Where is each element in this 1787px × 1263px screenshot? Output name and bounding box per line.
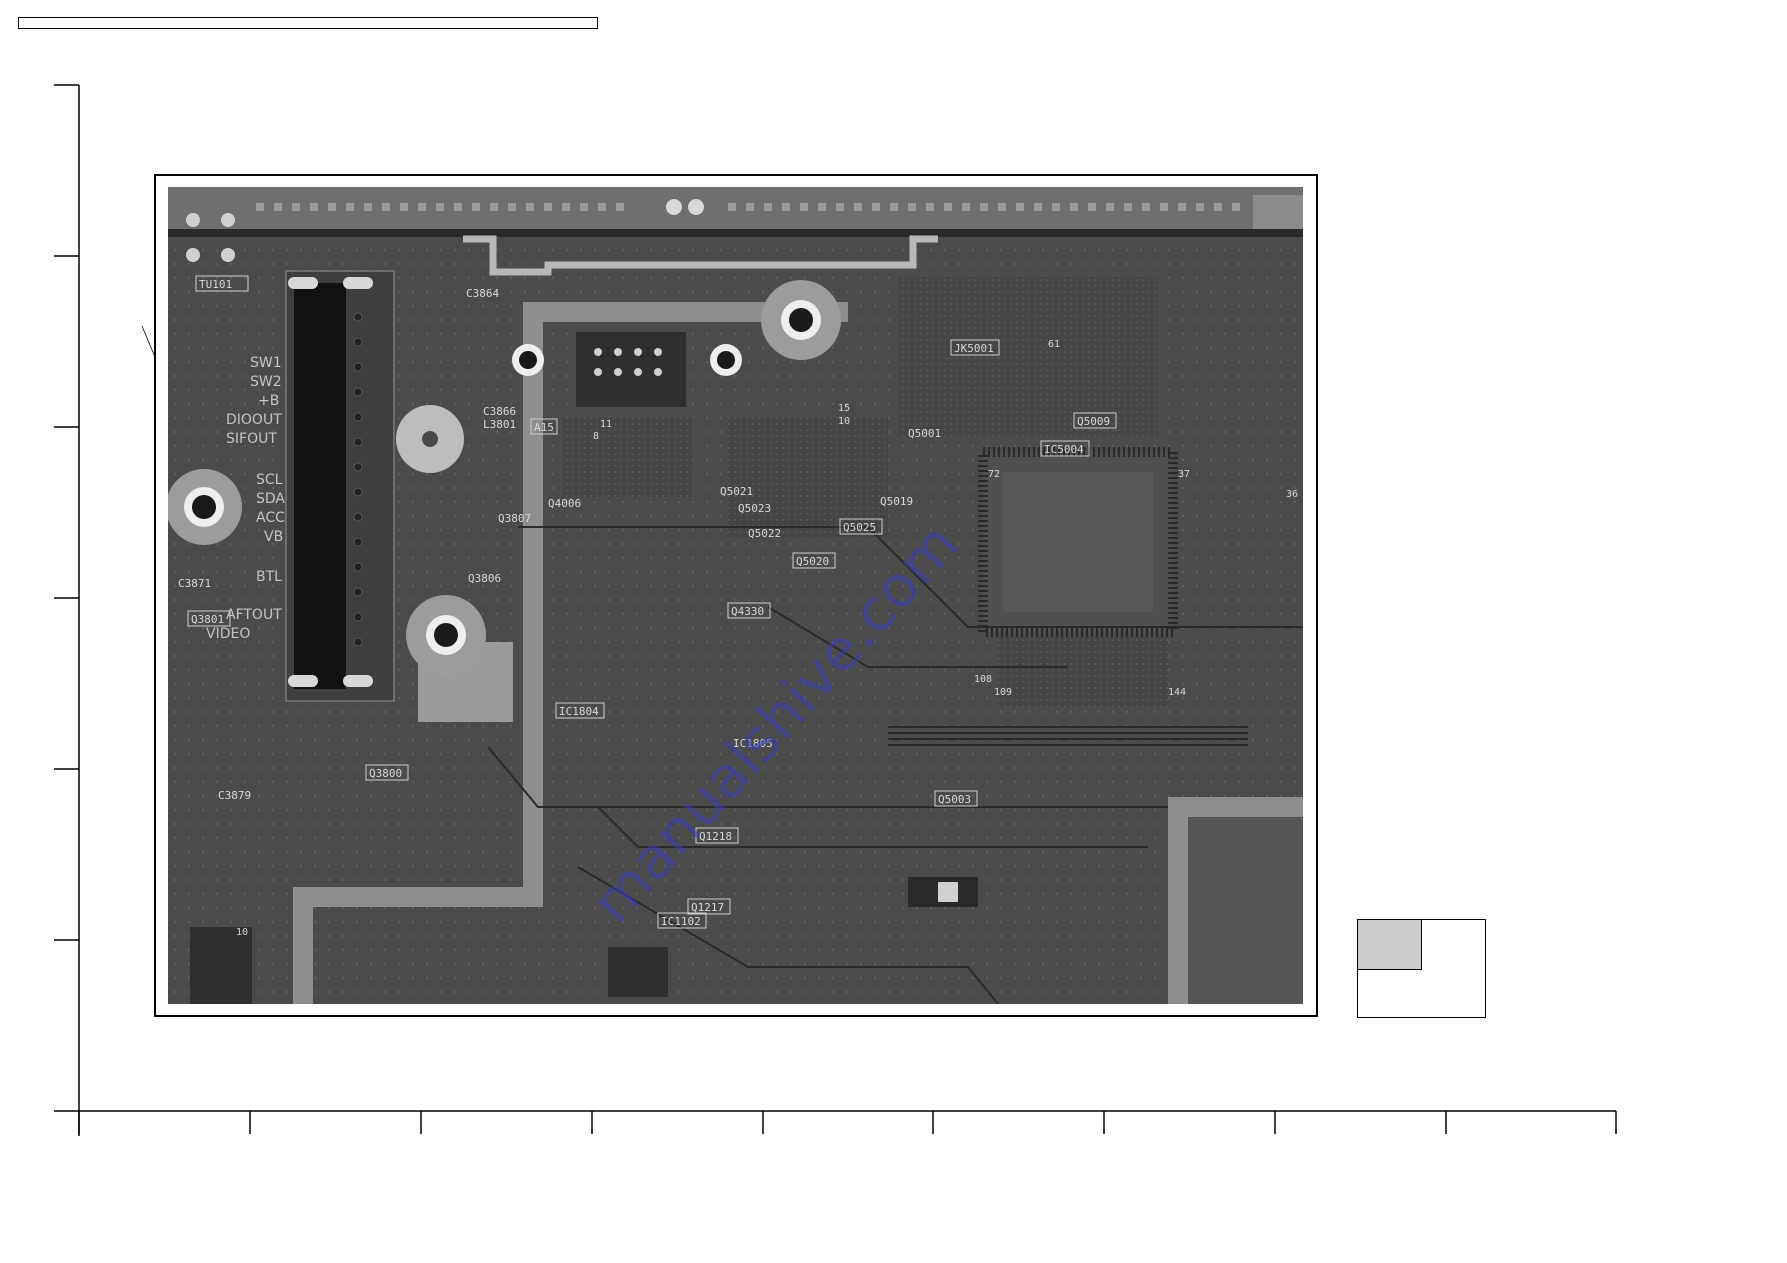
- ref-q5003: Q5003: [938, 793, 971, 806]
- silk-label-sw1: SW1: [250, 355, 282, 371]
- silk-label-acc: ACC: [256, 510, 285, 526]
- pin-number: 144: [1168, 687, 1186, 698]
- silk-label-dioout: DIOOUT: [226, 412, 282, 428]
- ref-q4006: Q4006: [548, 497, 581, 510]
- pcb-photo-frame: SW1 SW2 +B DIOOUT SIFOUT SCL SDA ACC VB …: [154, 174, 1318, 1017]
- pcb-board-image: SW1 SW2 +B DIOOUT SIFOUT SCL SDA ACC VB …: [168, 187, 1303, 1004]
- silk-label-video: VIDEO: [206, 626, 250, 642]
- pin-number: 10: [838, 416, 850, 427]
- ref-c3871: C3871: [178, 577, 211, 590]
- ref-q5009: Q5009: [1077, 415, 1110, 428]
- silk-label-vb: VB: [264, 529, 283, 545]
- ref-c3879: C3879: [218, 789, 251, 802]
- ref-q3801: Q3801: [191, 613, 224, 626]
- pin-number: 10: [236, 927, 248, 938]
- ref-q5020: Q5020: [796, 555, 829, 568]
- ref-q5025: Q5025: [843, 521, 876, 534]
- pin-number: 108: [974, 674, 992, 685]
- ref-q3806: Q3806: [468, 572, 501, 585]
- pin-number: 11: [600, 419, 612, 430]
- ref-c3866: C3866: [483, 405, 516, 418]
- silk-label-b-plus: +B: [258, 393, 279, 409]
- ref-q5021: Q5021: [720, 485, 753, 498]
- silk-label-sw2: SW2: [250, 374, 282, 390]
- pin-number: 61: [1048, 339, 1060, 350]
- pin-number: 37: [1178, 469, 1190, 480]
- silk-label-sda: SDA: [256, 491, 285, 507]
- ref-ic1804: IC1804: [559, 705, 599, 718]
- ref-q3807: Q3807: [498, 512, 531, 525]
- pin-number: 36: [1286, 489, 1298, 500]
- ref-jk5001: JK5001: [954, 342, 994, 355]
- ref-tu101: TU101: [199, 278, 232, 291]
- ref-q5019: Q5019: [880, 495, 913, 508]
- silk-label-scl: SCL: [256, 472, 283, 488]
- ref-q4330: Q4330: [731, 605, 764, 618]
- ref-q5023: Q5023: [738, 502, 771, 515]
- pin-number: 109: [994, 687, 1012, 698]
- pin-number: 72: [988, 469, 1000, 480]
- document-title-box: [18, 17, 598, 29]
- ref-ic5004: IC5004: [1044, 443, 1084, 456]
- ref-a15: A15: [534, 421, 554, 434]
- ref-c3864: C3864: [466, 287, 499, 300]
- ref-q1217: Q1217: [691, 901, 724, 914]
- silk-label-btl: BTL: [256, 569, 282, 585]
- ref-q5001: Q5001: [908, 427, 941, 440]
- pin-number: 8: [593, 431, 599, 442]
- locator-highlighted-quadrant: [1358, 920, 1422, 970]
- ref-l3801: L3801: [483, 418, 516, 431]
- pin-number: 15: [838, 403, 850, 414]
- ref-ic1805: IC1805: [733, 737, 773, 750]
- silk-label-aftout: AFTOUT: [226, 607, 282, 623]
- board-locator-map: [1357, 919, 1486, 1018]
- silk-label-sifout: SIFOUT: [226, 431, 277, 447]
- ref-ic1102: IC1102: [661, 915, 701, 928]
- ref-q3800: Q3800: [369, 767, 402, 780]
- ref-q1218: Q1218: [699, 830, 732, 843]
- ref-q5022: Q5022: [748, 527, 781, 540]
